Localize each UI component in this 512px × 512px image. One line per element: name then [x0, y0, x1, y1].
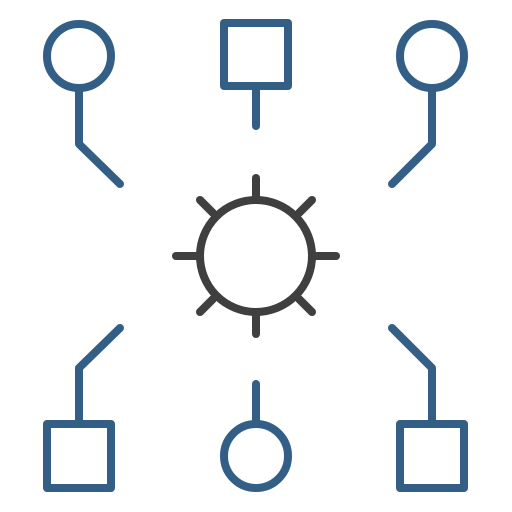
connector-line — [388, 84, 436, 188]
hub-ray-top-left — [196, 196, 217, 217]
node-top-center — [220, 19, 292, 130]
node-bottom-right — [388, 324, 468, 492]
circle-node-icon — [220, 420, 292, 492]
connector-line — [75, 84, 124, 188]
connector-line — [388, 324, 436, 428]
hub-ray-bottom-left — [196, 295, 217, 316]
circle-node-icon — [43, 20, 115, 92]
circle-node-icon — [396, 20, 468, 92]
hub-circle — [196, 196, 316, 316]
square-node-icon — [43, 420, 115, 492]
connector-line — [75, 324, 124, 428]
node-top-left — [43, 20, 124, 188]
node-top-right — [388, 20, 468, 188]
hub-ray-bottom-right — [295, 295, 316, 316]
gear-hub-icon — [172, 174, 340, 338]
node-bottom-center — [220, 380, 292, 492]
node-bottom-left — [43, 324, 124, 492]
square-node-icon — [220, 19, 292, 90]
hub-ray-top-right — [295, 196, 316, 217]
square-node-icon — [396, 420, 468, 492]
